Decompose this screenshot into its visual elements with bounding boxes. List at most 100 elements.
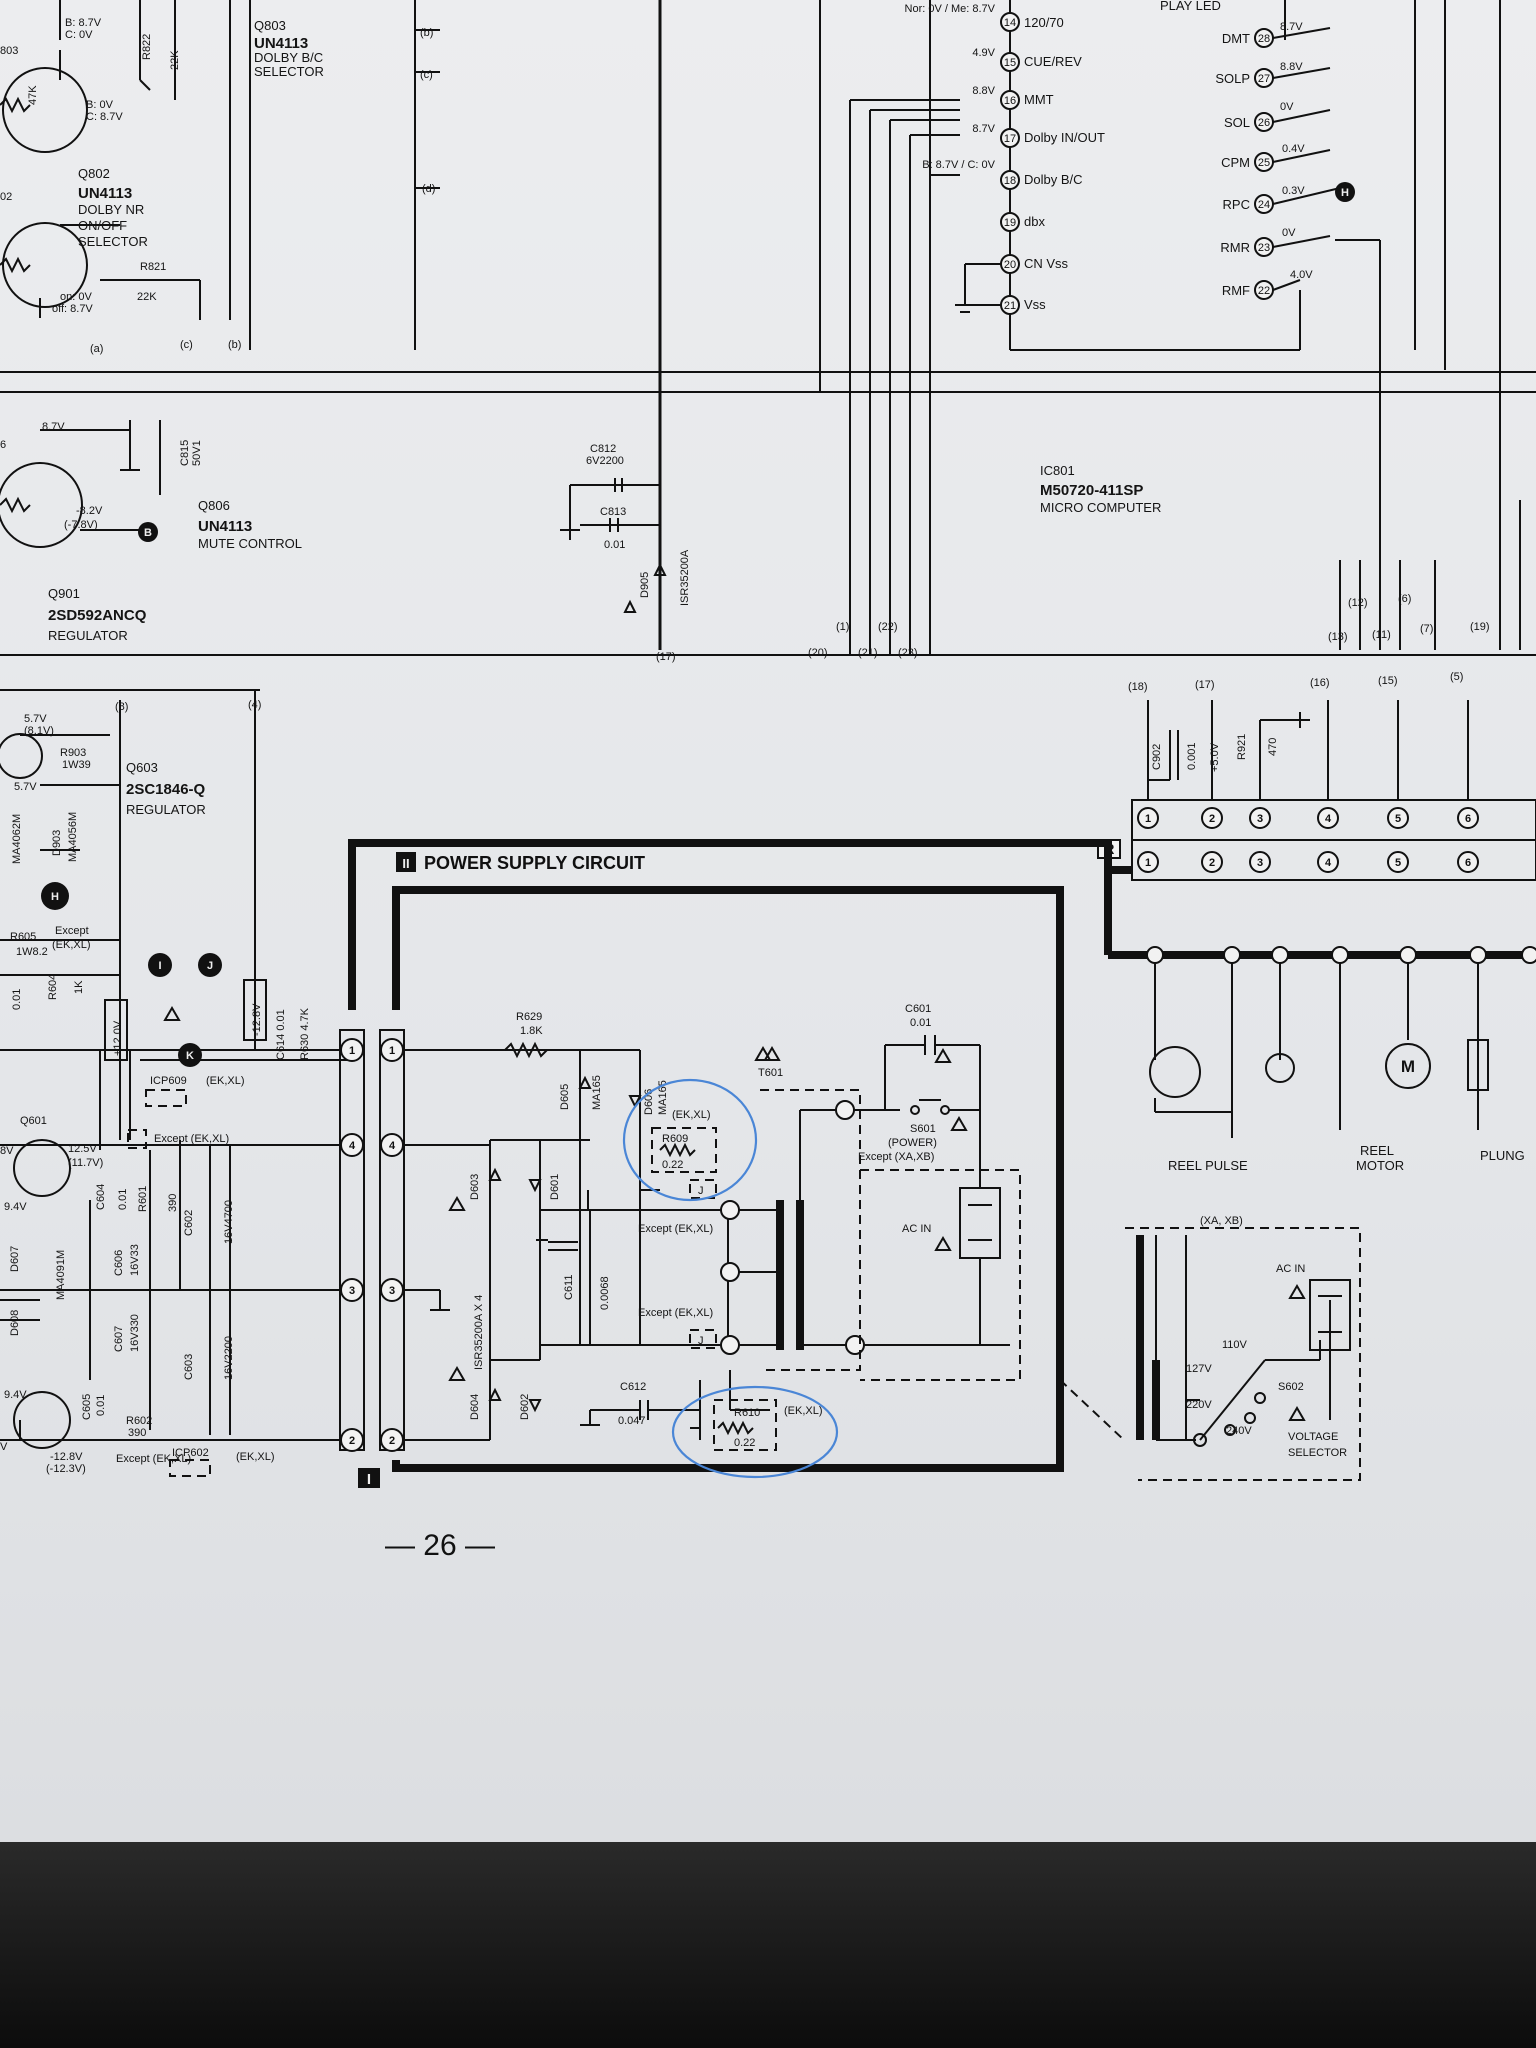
ic801-right-pin-labels: 28 27 26 25 24 23 22 DMT SOLP SOL CPM RP… [1160,0,1313,298]
svg-text:(8.1V): (8.1V) [24,725,54,737]
svg-text:(EK,XL): (EK,XL) [236,1451,275,1463]
svg-text:I: I [158,960,161,972]
svg-text:24: 24 [1258,199,1270,211]
svg-text:0.3V: 0.3V [1282,185,1305,197]
q803-transistor: B: 8.7V C: 0V B: 0V C: 8.7V 803 R822 22K… [0,0,181,153]
svg-text:REEL PULSE: REEL PULSE [1168,1158,1248,1173]
svg-text:27: 27 [1258,73,1270,85]
svg-text:C607: C607 [113,1326,125,1352]
svg-text:240V: 240V [1226,1425,1252,1437]
svg-text:V: V [0,1441,8,1453]
svg-text:D903: D903 [51,830,63,856]
desk-shadow [0,1842,1536,2048]
q601-transistor: H I J K [0,733,222,1449]
svg-text:3: 3 [1257,857,1263,869]
svg-text:C606: C606 [113,1250,125,1276]
svg-text:16: 16 [1004,95,1016,107]
svg-text:(22): (22) [878,621,898,633]
svg-text:POWER SUPPLY CIRCUIT: POWER SUPPLY CIRCUIT [424,853,645,873]
r610-fuse: R610 0.22 (EK,XL) C612 0.047 [618,1381,839,1479]
svg-text:DMT: DMT [1222,31,1250,46]
svg-text:D602: D602 [519,1394,531,1420]
svg-text:17: 17 [1004,133,1016,145]
svg-text:II: II [402,856,409,871]
svg-text:22K: 22K [137,291,157,303]
svg-text:R903: R903 [60,747,86,759]
c812-d905-block: C812 6V2200 C813 0.01 D905 ISR35200A (17… [0,443,1536,663]
svg-text:Dolby IN/OUT: Dolby IN/OUT [1024,130,1105,145]
svg-text:6: 6 [0,439,6,451]
svg-text:0.047: 0.047 [618,1415,646,1427]
svg-text:PLUNG: PLUNG [1480,1148,1525,1163]
warning-icon [163,1006,968,1381]
voltage-selector: (XA, XB) AC IN 110V 127V 220V 240V S602 … [1059,1215,1361,1481]
svg-text:(1): (1) [836,621,849,633]
svg-text:J: J [698,1185,704,1197]
svg-text:C603: C603 [183,1354,195,1380]
svg-text:(7): (7) [1420,623,1433,635]
svg-text:UN4113: UN4113 [198,518,252,535]
svg-text:Q803: Q803 [254,18,286,33]
svg-text:B: B [144,527,152,539]
svg-text:SELECTOR: SELECTOR [254,64,324,79]
r629-resistor: R629 1.8K [504,1011,548,1059]
svg-text:MA4062M: MA4062M [11,814,23,864]
svg-text:MA165: MA165 [657,1080,669,1115]
svg-text:47K: 47K [27,85,39,105]
svg-text:ISR35200A: ISR35200A [679,549,691,606]
right-bus-labels: (12) (6) (13) (11) (7) (19) (18) (17) (1… [1128,593,1490,693]
svg-text:IC801: IC801 [1040,463,1075,478]
svg-text:1W39: 1W39 [62,759,91,771]
svg-text:(XA, XB): (XA, XB) [1200,1215,1243,1227]
svg-text:H: H [51,891,59,903]
svg-text:1.8K: 1.8K [520,1025,543,1037]
except-j2: J Except (EK,XL) [638,1307,717,1349]
svg-text:(13): (13) [1328,631,1348,643]
svg-text:REEL: REEL [1360,1143,1394,1158]
svg-text:C604: C604 [95,1184,107,1210]
svg-text:-8.2V: -8.2V [76,505,103,517]
left-regulator-labels: 5.7V (8.1V) R903 1W39 5.7V D903 MA4056M … [0,699,311,1477]
ic801-left-pin-labels: 14 15 16 17 18 19 20 21 120/70 CUE/REV M… [905,3,1105,312]
svg-text:R822: R822 [141,34,153,60]
q802-label: Q802 UN4113 DOLBY NR ON/OFF SELECTOR [78,166,148,249]
svg-text:8.7V: 8.7V [1280,21,1303,33]
svg-text:D603: D603 [469,1174,481,1200]
svg-text:Except (XA,XB): Except (XA,XB) [858,1151,934,1163]
connector-i: 1 1 4 4 3 3 2 2 I [339,1029,405,1488]
svg-text:R821: R821 [140,261,166,273]
svg-text:8.7V: 8.7V [42,421,65,433]
svg-text:12.5V: 12.5V [68,1143,97,1155]
svg-text:REGULATOR: REGULATOR [126,802,206,817]
svg-text:(-12.3V): (-12.3V) [46,1463,86,1475]
svg-text:0.22: 0.22 [662,1159,683,1171]
svg-text:(20): (20) [808,647,828,659]
svg-text:0V: 0V [1280,101,1294,113]
svg-text:K: K [186,1050,194,1062]
svg-text:16V33: 16V33 [129,1244,141,1276]
q806-transistor: B 6 8.7V -8.2V (-7.8V) C815 50V1 [0,420,203,548]
svg-text:C612: C612 [620,1381,646,1393]
svg-text:H: H [1341,187,1349,199]
t601-transformer: T601 [720,1046,1010,1371]
svg-text:CPM: CPM [1221,155,1250,170]
svg-text:PLAY LED: PLAY LED [1160,0,1221,13]
svg-text:15: 15 [1004,57,1016,69]
svg-text:T601: T601 [758,1067,783,1079]
svg-text:(6): (6) [1398,593,1411,605]
svg-text:B: 8.7V: B: 8.7V [65,17,102,29]
svg-text:(4): (4) [248,699,261,711]
svg-text:C902: C902 [1151,744,1163,770]
svg-text:0.001: 0.001 [1186,742,1198,770]
svg-text:470: 470 [1267,738,1279,756]
svg-text:S601: S601 [910,1123,936,1135]
svg-text:22: 22 [1258,285,1270,297]
svg-text:D608: D608 [9,1310,21,1336]
svg-text:(b): (b) [228,339,241,351]
svg-text:-12.8V: -12.8V [50,1451,83,1463]
svg-text:8.8V: 8.8V [972,85,995,97]
svg-text:120/70: 120/70 [1024,15,1064,30]
right-connector-pins: 1 2 3 4 5 6 1 2 3 4 5 6 [1137,807,1479,873]
svg-text:0.01: 0.01 [95,1395,107,1416]
svg-text:AC IN: AC IN [902,1223,931,1235]
